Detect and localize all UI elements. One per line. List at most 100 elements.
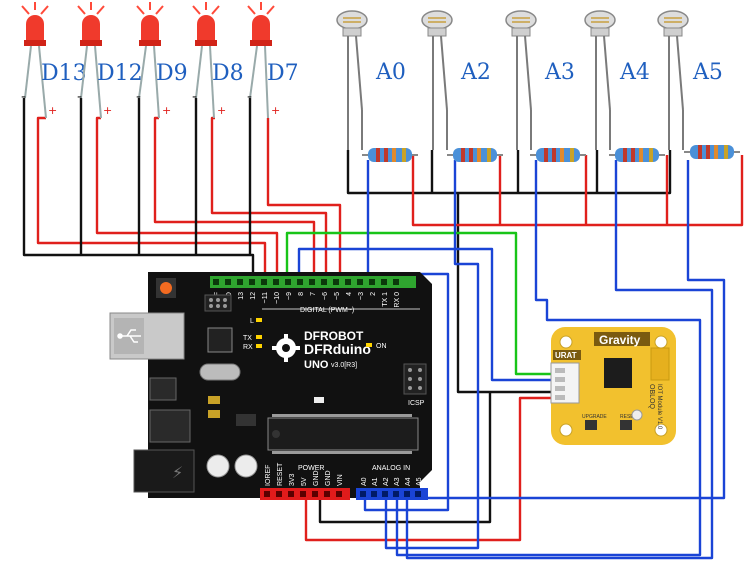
voltage-regulator-2 [149, 409, 191, 443]
photoresistor-base [511, 27, 531, 37]
led-plus-label: + [103, 104, 112, 117]
photoresistor-base [342, 27, 362, 37]
upgrade-button[interactable] [585, 420, 597, 430]
led-leg-minus [138, 45, 147, 99]
photoresistor-a3: A3 [505, 10, 575, 150]
wire-d9 [153, 116, 316, 281]
wire-gnd-board [318, 392, 492, 524]
board-model: UNO [304, 359, 329, 371]
led-rim [24, 40, 46, 46]
photoresistor-trace [591, 17, 609, 23]
led-leg-plus [209, 45, 215, 119]
module-brand: Gravity [599, 333, 641, 347]
wire-serial-green [285, 231, 555, 376]
led-leg-plus [94, 45, 102, 119]
wire-d7 [266, 118, 342, 281]
led-rim [250, 40, 272, 46]
board-led-rx: RX [243, 344, 253, 351]
wire-sensor-vcc [411, 155, 744, 227]
icsp-label: ICSP [408, 400, 425, 407]
reset-button-cap[interactable] [160, 282, 172, 294]
glow-icon [247, 2, 275, 15]
digital-pin-label-11: 4 [346, 292, 353, 296]
photoresistor-base [427, 27, 447, 37]
digital-pin-label-7: 8 [298, 292, 305, 296]
photoresistor-a5: A5 [657, 10, 723, 150]
analog-label: ANALOG IN [372, 465, 410, 472]
digital-header-holes [213, 279, 399, 285]
glow-icon [136, 2, 164, 15]
photoresistor-a4: A4 [584, 10, 650, 150]
wire-sensor-gnd [346, 150, 672, 195]
led-body [252, 15, 270, 40]
power-jack [133, 449, 195, 493]
led-minus-label: - [192, 89, 197, 105]
resistor [530, 148, 586, 162]
usb-chip [207, 327, 233, 353]
resistor [447, 148, 503, 162]
digital-pin-label-9: ~6 [322, 292, 329, 300]
photoresistor-leg [440, 35, 448, 111]
photoresistor-head [505, 10, 537, 30]
photoresistor-trace [664, 17, 682, 23]
wire-d12 [95, 116, 279, 281]
icsp-small [204, 294, 232, 312]
wire-a4 [405, 160, 714, 560]
glow-icon [192, 2, 220, 15]
led-plus-label: + [271, 104, 280, 117]
upgrade-label: UPGRADE [582, 414, 607, 420]
led-rim [139, 40, 161, 46]
led-leg-minus [24, 45, 32, 99]
analog-pin-label-3: A3 [394, 477, 401, 486]
led-d8: - + D8 [192, 2, 244, 119]
digital-pin-label-14: TX 1 [382, 292, 389, 307]
led-leg-plus [38, 45, 47, 119]
led-body [26, 15, 44, 40]
photoresistor-base [663, 27, 683, 37]
module-brand-bg [594, 332, 650, 346]
wires [22, 98, 744, 560]
gravity-obloq-module: Gravity URAT OBLOQ IOT Module V1.0 UPGRA… [550, 327, 676, 445]
photoresistor-head [584, 10, 616, 30]
reset-module-button[interactable] [620, 420, 632, 430]
wire-a0 [363, 160, 450, 512]
wire-serial-blue [297, 247, 555, 382]
power-pin-label-3: 5V [301, 477, 308, 486]
led-d12: - + D12 [77, 2, 143, 119]
dfrobot-gear-icon [272, 334, 300, 362]
photoresistor-leg [676, 35, 684, 111]
led-plus-label: + [217, 104, 226, 117]
icsp-header [403, 363, 427, 395]
analog-pin-label-2: A2 [383, 477, 390, 486]
led-rim [195, 40, 217, 46]
wire-d13 [36, 116, 267, 281]
digital-pin-label-8: 7 [310, 292, 317, 296]
led-leg-plus [153, 45, 160, 119]
atmega-pins [272, 414, 412, 454]
board-brand: DFROBOT [304, 329, 364, 343]
digital-pin-label-15: RX 0 [394, 292, 401, 308]
analog-pin-label-4: A4 [405, 477, 412, 486]
wire-a3 [395, 160, 702, 557]
module-side-text-2: IOT Module V1.0 [656, 384, 662, 430]
analog-pin-label-0: A0 [361, 477, 368, 486]
led-d13: - + D13 [21, 2, 87, 119]
digital-pin-label-2: 13 [238, 292, 245, 300]
led-row: - + D13 - + D12 - + D9 [21, 2, 299, 119]
photoresistor-leg [355, 35, 363, 111]
led-label: D8 [212, 61, 244, 86]
board-led-l: L [250, 318, 254, 325]
led-leg-minus [249, 45, 258, 99]
power-pin-label-2: 3V3 [289, 473, 296, 486]
capacitor [206, 454, 230, 478]
crystal [199, 363, 241, 381]
led-body [197, 15, 215, 40]
led-label: D12 [97, 61, 143, 86]
usb-icon [117, 329, 141, 343]
led-body [82, 15, 100, 40]
photoresistor-label: A2 [460, 60, 491, 85]
led-minus-label: - [247, 89, 252, 105]
